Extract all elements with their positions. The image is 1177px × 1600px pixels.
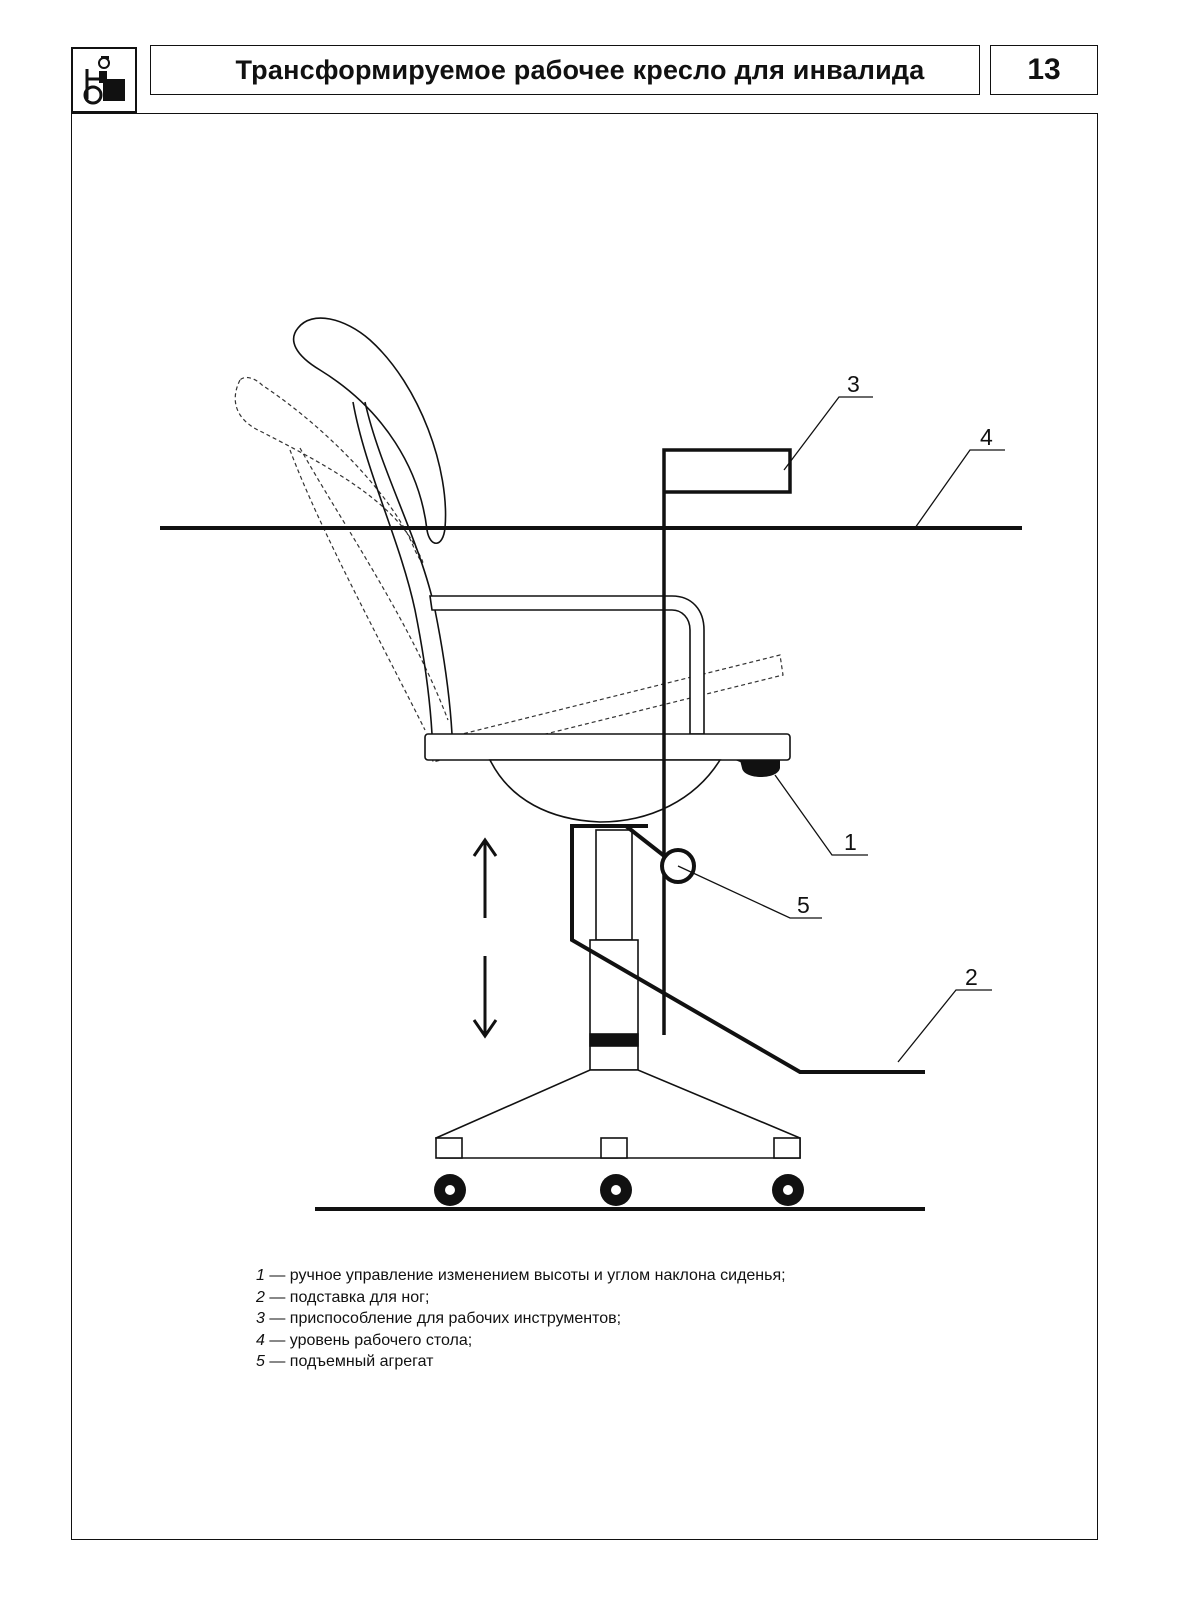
legend-item: 2 — подставка для ног; — [256, 1288, 430, 1306]
legend-item: 3 — приспособление для рабочих инструмен… — [256, 1310, 622, 1327]
seat — [424, 733, 791, 823]
casters — [434, 1174, 804, 1206]
callout-3: 3 — [847, 371, 860, 397]
callout-4: 4 — [980, 424, 993, 450]
legend-item: 4 — уровень рабочего стола; — [256, 1331, 473, 1349]
logo — [71, 47, 137, 113]
legend: 1 — ручное управление изменением высоты … — [256, 1265, 786, 1373]
content-frame — [71, 113, 1098, 1540]
page-number: 13 — [1027, 53, 1061, 86]
callout-2: 2 — [965, 964, 978, 990]
tool-holder — [662, 448, 792, 1035]
legend-item: 1 — ручное управление изменением высоты … — [256, 1267, 786, 1284]
legend-item: 5 — подъемный агрегат — [256, 1353, 434, 1370]
callout-5: 5 — [797, 892, 810, 918]
page-number-box: 13 — [990, 45, 1098, 95]
callout-1: 1 — [844, 829, 857, 855]
chair-base — [435, 1069, 801, 1159]
seat-control-knob — [735, 760, 780, 777]
height-adjust-arrows — [472, 837, 498, 1039]
leader-lines — [677, 396, 1005, 1063]
gas-lift-column — [589, 829, 639, 1071]
title-box: Трансформируемое рабочее кресло для инва… — [150, 45, 980, 95]
disabled-worker-icon — [83, 56, 125, 105]
page-title: Трансформируемое рабочее кресло для инва… — [235, 54, 925, 85]
